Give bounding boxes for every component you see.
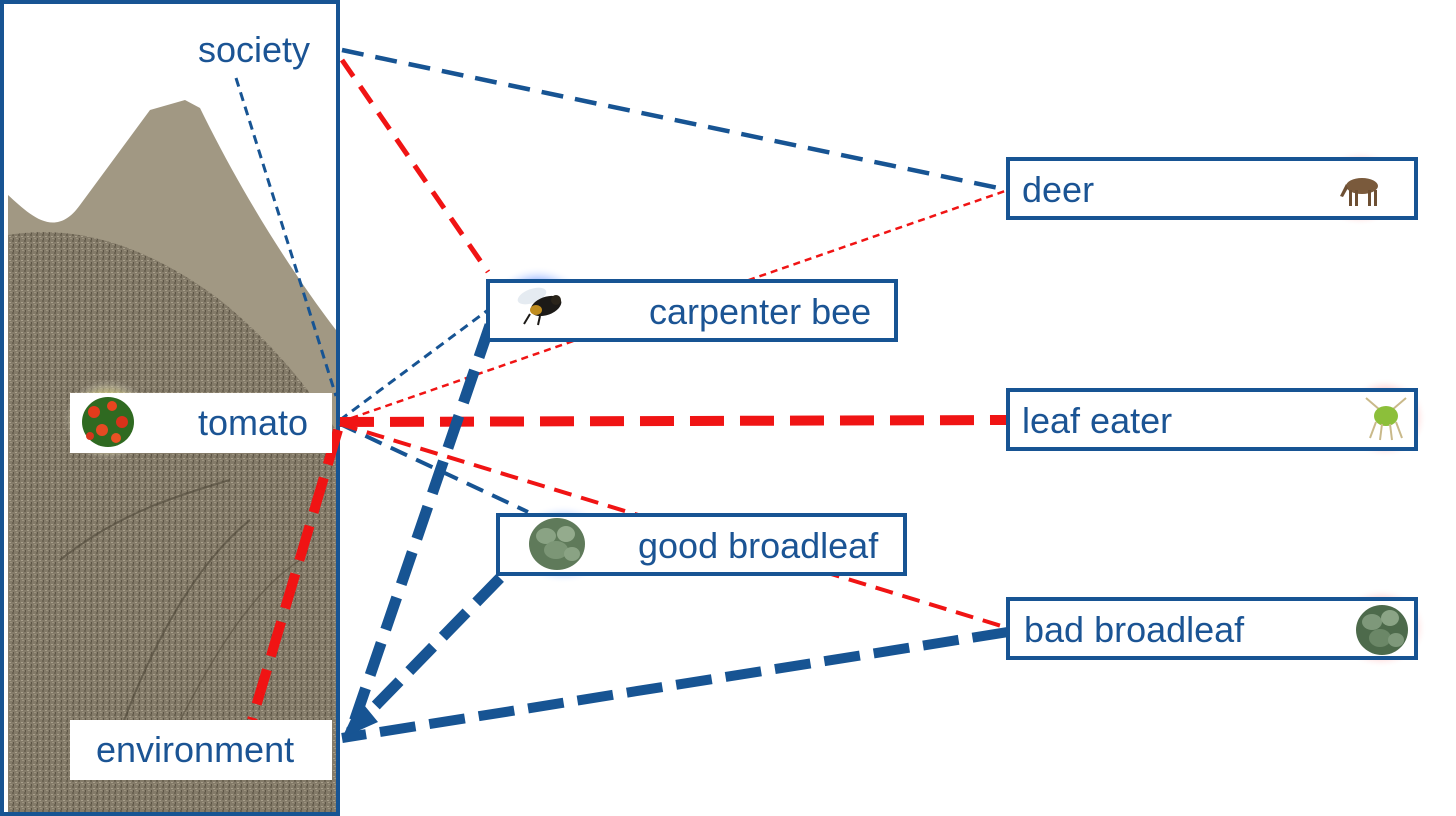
leaf-eater-node (1006, 388, 1418, 451)
broadleaf-weed-icon (1356, 605, 1408, 655)
deer-label: deer (1022, 169, 1095, 210)
leaf-eater-insect-icon (1365, 397, 1407, 441)
tomato-plant-icon (82, 397, 134, 447)
bad-broadleaf-node (1006, 597, 1418, 660)
deer-icon (1340, 178, 1378, 206)
landscape-panel (0, 0, 340, 816)
society-label: society (198, 29, 311, 70)
front-hill-soil (8, 232, 336, 814)
edges (234, 47, 1009, 743)
edge-society-carpenter-bee (339, 58, 491, 274)
edge-society-tomato (234, 77, 338, 397)
tomato-label: tomato (198, 402, 309, 443)
carpenter-bee-icon (517, 287, 562, 326)
edge-tomato-carpenter-bee (339, 308, 489, 422)
edge-tomato-leaf-eater (339, 415, 1009, 427)
edge-tomato-good-broadleaf (339, 422, 529, 514)
edge-bad-broadleaf-environment (341, 627, 1009, 743)
leaf-eater-label: leaf eater (1022, 400, 1173, 441)
environment-label-bg (70, 720, 332, 780)
carpenter-bee-node (486, 279, 898, 342)
edge-society-deer (341, 47, 1009, 193)
bad-broadleaf-label: bad broadleaf (1024, 609, 1245, 650)
panel-border (0, 0, 340, 816)
carpenter-bee-label: carpenter bee (649, 291, 872, 332)
edge-carpenter-bee-environment (346, 323, 496, 730)
good-broadleaf-label: good broadleaf (638, 525, 879, 566)
arrowhead-environment (342, 700, 378, 738)
edge-good-broadleaf-environment (346, 574, 504, 736)
environment-label: environment (96, 729, 295, 770)
edge-tomato-environment (247, 428, 343, 722)
broadleaf-plant-icon (529, 518, 585, 570)
